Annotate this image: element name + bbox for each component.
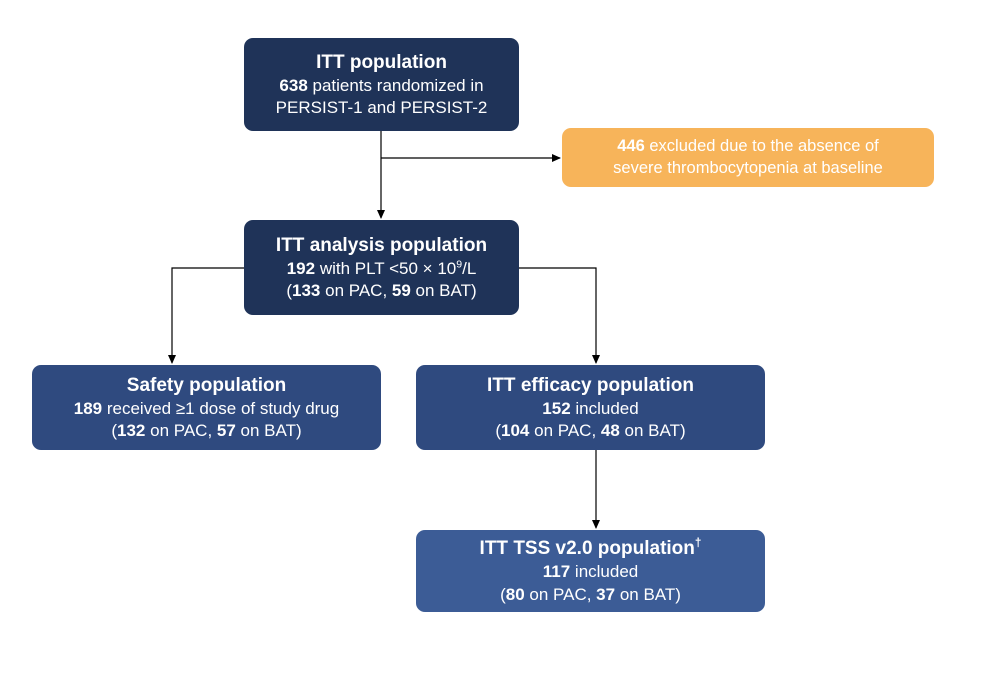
tss-count: 117: [542, 562, 571, 582]
tss-paren: (: [500, 584, 506, 604]
itt-analysis-pac-text: on PAC,: [320, 281, 392, 301]
tss-pac-count: 80: [505, 584, 525, 604]
itt-analysis-line1: 192 with PLT <50 × 109/L: [287, 258, 477, 280]
safety-population-title: Safety population: [126, 374, 287, 396]
efficacy-pac-text: on PAC,: [529, 421, 601, 441]
itt-population-line2: PERSIST-1 and PERSIST-2: [275, 98, 488, 118]
arrow-analysis-to-safety: [168, 267, 244, 364]
itt-population-line1-text: patients randomized in: [307, 75, 484, 95]
itt-analysis-line1-text: with PLT <50 × 10: [315, 258, 457, 278]
safety-count: 189: [73, 398, 103, 418]
itt-analysis-title: ITT analysis population: [275, 234, 488, 256]
excluded-box: 446 excluded due to the absence of sever…: [562, 128, 934, 187]
efficacy-line1-text: included: [570, 398, 639, 418]
itt-population-count: 638: [279, 75, 308, 95]
safety-line1: 189 received ≥1 dose of study drug: [74, 398, 339, 420]
tss-bat-count: 37: [596, 584, 616, 604]
tss-pac-text: on PAC,: [524, 584, 597, 604]
safety-pac-text: on PAC,: [145, 421, 217, 441]
itt-population-line1: 638 patients randomized in: [279, 75, 483, 97]
itt-analysis-bat-count: 59: [391, 281, 411, 301]
tss-line1-text: included: [570, 562, 639, 582]
itt-analysis-box: ITT analysis population 192 with PLT <50…: [244, 220, 519, 315]
itt-tss-title-row: ITT TSS v2.0 population†: [480, 536, 702, 561]
itt-population-title: ITT population: [316, 51, 447, 73]
safety-line2: (132 on PAC, 57 on BAT): [111, 420, 301, 442]
itt-tss-dagger: †: [694, 536, 702, 550]
efficacy-count: 152: [542, 398, 571, 418]
excluded-line1: 446 excluded due to the absence of: [617, 136, 878, 157]
excluded-line1-text: excluded due to the absence of: [644, 137, 879, 156]
tss-bat-text: on BAT): [615, 584, 681, 604]
safety-pac-count: 132: [117, 421, 146, 441]
itt-analysis-pac-count: 133: [292, 281, 321, 301]
safety-bat-text: on BAT): [235, 421, 302, 441]
tss-line2: (80 on PAC, 37 on BAT): [500, 584, 681, 606]
safety-paren: (: [111, 421, 118, 441]
itt-analysis-bat-text: on BAT): [410, 281, 477, 301]
itt-analysis-paren: (: [286, 281, 293, 301]
excluded-count: 446: [617, 137, 645, 156]
itt-population-box: ITT population 638 patients randomized i…: [244, 38, 519, 131]
itt-analysis-line1-end: /L: [462, 258, 477, 278]
efficacy-line2: (104 on PAC, 48 on BAT): [495, 420, 685, 442]
efficacy-pac-count: 104: [501, 421, 530, 441]
safety-line1-text: received ≥1 dose of study drug: [102, 398, 340, 418]
efficacy-paren: (: [495, 421, 502, 441]
efficacy-line1: 152 included: [542, 398, 638, 420]
tss-line1: 117 included: [543, 561, 639, 583]
itt-efficacy-title: ITT efficacy population: [487, 374, 694, 396]
arrow-analysis-to-efficacy: [519, 267, 600, 364]
itt-analysis-count: 192: [286, 258, 316, 278]
safety-population-box: Safety population 189 received ≥1 dose o…: [32, 365, 381, 450]
itt-tss-box: ITT TSS v2.0 population† 117 included (8…: [416, 530, 765, 612]
itt-analysis-line2: (133 on PAC, 59 on BAT): [286, 280, 476, 302]
excluded-line2: severe thrombocytopenia at baseline: [613, 158, 883, 177]
efficacy-bat-count: 48: [600, 421, 620, 441]
itt-efficacy-box: ITT efficacy population 152 included (10…: [416, 365, 765, 450]
efficacy-bat-text: on BAT): [619, 421, 686, 441]
itt-analysis-superscript: 9: [456, 257, 463, 270]
safety-bat-count: 57: [216, 421, 236, 441]
itt-tss-title: ITT TSS v2.0 population: [479, 538, 695, 560]
